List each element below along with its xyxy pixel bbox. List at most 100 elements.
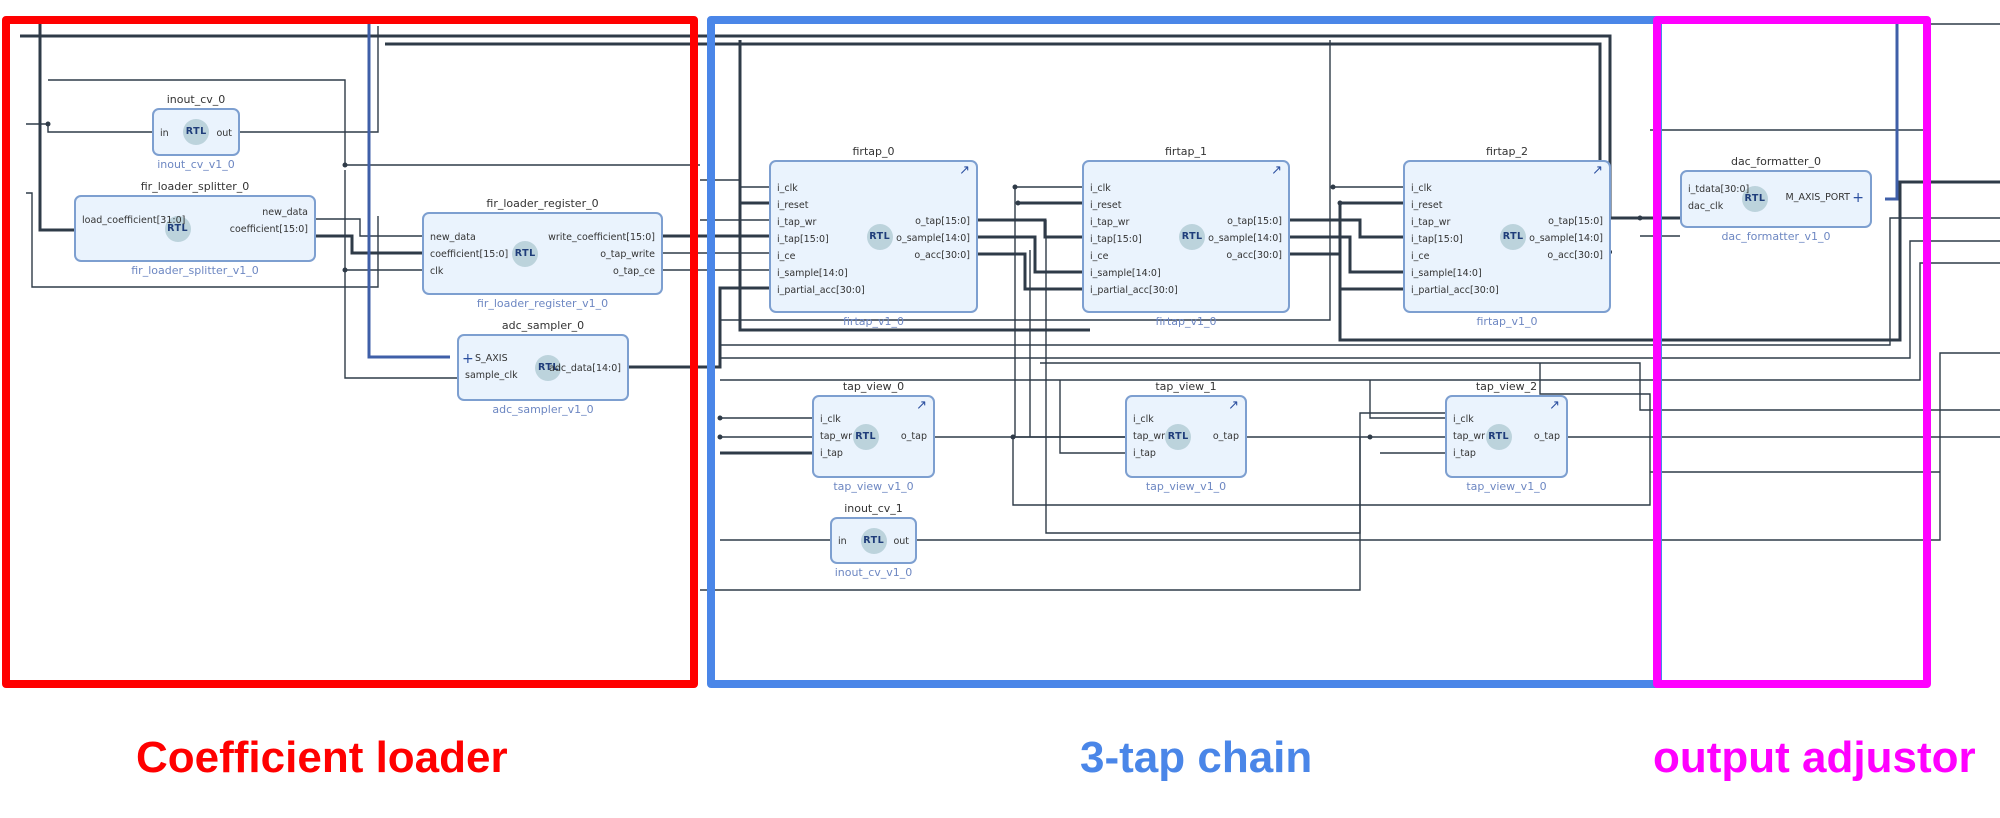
wire [316,234,422,255]
input-port[interactable]: i_clk [1133,414,1154,425]
instance-name: dac_formatter_0 [1730,155,1822,168]
input-port[interactable]: i_tap[15:0] [1090,234,1142,245]
pin-icon[interactable]: ↗ [959,163,970,178]
input-port[interactable]: i_tap[15:0] [1411,234,1463,245]
pin-icon[interactable]: ↗ [916,398,927,413]
input-port[interactable]: dac_clk [1688,201,1724,212]
input-port[interactable]: load_coefficient[31:0] [82,215,186,226]
module-name: inout_cv_v1_0 [834,566,913,579]
input-port[interactable]: tap_wr [1453,431,1486,442]
rtl-icon: RTL [512,240,539,267]
wire [629,286,769,369]
junction-dot [1015,200,1021,206]
input-port[interactable]: i_clk [820,414,841,425]
input-port[interactable]: i_sample[14:0] [1411,268,1482,279]
junction-dot [1012,184,1018,190]
input-port[interactable]: i_tap_wr [777,217,817,228]
input-port[interactable]: clk [430,266,444,277]
output-port[interactable]: out [893,536,909,547]
input-port[interactable]: i_partial_acc[30:0] [1411,285,1499,296]
output-port[interactable]: o_tap [1212,431,1239,442]
input-port[interactable]: i_partial_acc[30:0] [1090,285,1178,296]
pin-icon[interactable]: ↗ [1228,398,1239,413]
output-port[interactable]: o_acc[30:0] [1547,250,1603,261]
input-port[interactable]: i_sample[14:0] [777,268,848,279]
output-port[interactable]: out [216,128,232,139]
output-port[interactable]: o_tap [1533,431,1560,442]
input-port[interactable]: i_clk [1411,183,1432,194]
input-port[interactable]: i_reset [1090,200,1122,211]
input-port[interactable]: i_ce [777,251,796,262]
pin-icon[interactable]: ↗ [1549,398,1560,413]
wire [344,170,457,379]
output-port[interactable]: o_tap[15:0] [1548,216,1603,227]
module-name: adc_sampler_v1_0 [492,403,594,416]
input-port[interactable]: i_ce [1090,251,1109,262]
input-port[interactable]: i_reset [777,200,809,211]
output-port[interactable]: coefficient[15:0] [229,224,308,235]
wire [1338,180,2000,342]
input-port[interactable]: i_tap [820,448,843,459]
instance-name: fir_loader_splitter_0 [140,180,250,193]
output-port[interactable]: write_coefficient[15:0] [548,232,655,243]
output-port[interactable]: o_tap[15:0] [915,216,970,227]
module-name: firtap_v1_0 [1155,315,1217,328]
input-port[interactable]: sample_clk [465,370,518,381]
input-port[interactable]: i_partial_acc[30:0] [777,285,865,296]
input-port[interactable]: i_clk [777,183,798,194]
output-port[interactable]: o_acc[30:0] [1226,250,1282,261]
output-port[interactable]: M_AXIS_PORT [1785,192,1850,203]
pin-icon[interactable]: ↗ [1271,163,1282,178]
instance-name: firtap_1 [1165,145,1207,158]
wire [1290,235,1403,274]
input-port[interactable]: i_tdata[30:0] [1688,184,1750,195]
input-port[interactable]: in [838,536,847,547]
output-port[interactable]: new_data [262,207,308,218]
input-port[interactable]: in [160,128,169,139]
output-port[interactable]: o_tap_ce [613,266,655,277]
output-port[interactable]: o_tap [900,431,927,442]
input-port[interactable]: i_tap[15:0] [777,234,829,245]
input-port[interactable]: i_sample[14:0] [1090,268,1161,279]
expand-interface-icon[interactable]: + [1852,190,1864,206]
rtl-icon: RTL [1179,223,1206,250]
input-port[interactable]: coefficient[15:0] [430,249,509,260]
block-fir-loader-register-0[interactable]: RTL new_data coefficient[15:0] clk write_coe… [422,212,663,295]
input-port[interactable]: i_tap_wr [1411,217,1451,228]
output-port[interactable]: o_sample[14:0] [896,233,970,244]
output-port[interactable]: o_tap_write [600,249,655,260]
output-port[interactable]: o_tap[15:0] [1227,216,1282,227]
expand-interface-icon[interactable]: + [462,351,474,367]
output-port[interactable]: adc_data[14:0] [549,363,621,374]
input-port[interactable]: tap_wr [820,431,853,442]
output-port[interactable]: o_sample[14:0] [1529,233,1603,244]
input-port[interactable]: i_tap_wr [1090,217,1130,228]
input-port[interactable]: i_clk [1090,183,1111,194]
group-coefficient-loader [2,16,698,688]
pin-icon[interactable]: ↗ [1592,163,1603,178]
block-adc-sampler-0[interactable]: RTL S_AXIS+ sample_clk adc_data[14:0] [457,334,629,401]
input-port[interactable]: i_clk [1453,414,1474,425]
rtl-icon: RTL [535,354,562,381]
input-port[interactable]: S_AXIS [475,353,508,364]
input-port[interactable]: i_ce [1411,251,1430,262]
input-port[interactable]: tap_wr [1133,431,1166,442]
output-port[interactable]: o_acc[30:0] [914,250,970,261]
wire [47,124,152,133]
output-port[interactable]: o_sample[14:0] [1208,233,1282,244]
input-port[interactable]: i_tap [1133,448,1156,459]
input-port[interactable]: i_reset [1411,200,1443,211]
input-port[interactable]: new_data [430,232,476,243]
input-port[interactable]: i_tap [1453,448,1476,459]
